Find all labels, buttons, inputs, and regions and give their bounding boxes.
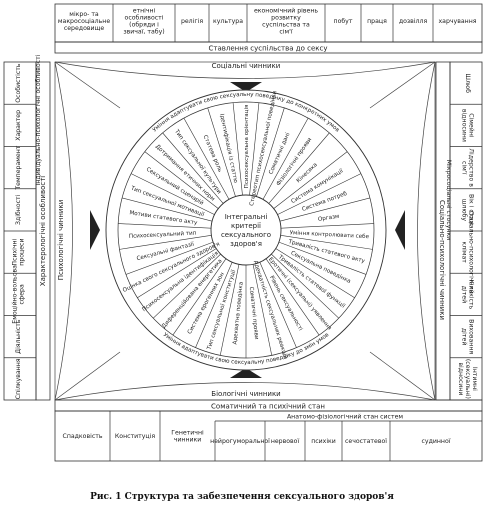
spoke-divider: [183, 117, 230, 200]
right-cell: Сімейнівідносини: [461, 109, 476, 142]
left-cell: Здібності: [14, 194, 22, 225]
top-cell: харчування: [439, 18, 477, 25]
right-cell: Соціально-психологічнийклімат: [461, 211, 476, 294]
spoke-divider: [249, 102, 260, 196]
center-line-4: здоров'я: [230, 240, 262, 248]
spoke-divider: [118, 223, 212, 229]
bottom-cell: нейрогуморальної: [210, 437, 270, 445]
spoke-divider: [265, 258, 320, 336]
arrow-right: [90, 210, 100, 250]
center-line-3: сексуального: [221, 231, 271, 239]
right-inner-band: Мікросоціальні стосунки: [445, 160, 453, 240]
top-cell: дозвілля: [399, 17, 428, 25]
psychological-factors-label: Психологічні чинники: [57, 200, 65, 281]
biological-factors-label: Біологічні чинники: [211, 390, 280, 398]
spoke-divider: [195, 262, 233, 348]
spoke-label: Психосексуальна орієнтація: [244, 105, 250, 189]
right-cell: Вихованнядітей: [461, 319, 475, 354]
left-cell: Емоційно-вольовасфера: [11, 265, 26, 324]
spoke-divider: [278, 241, 367, 275]
spoke-label: Оргазм: [318, 214, 340, 223]
center-line-1: Інтегральні: [225, 213, 268, 221]
left-cell: Характер: [15, 110, 22, 141]
spoke-label: Психосексуальний тип: [129, 230, 197, 240]
spoke-divider: [162, 132, 224, 204]
bottom-cell: судинної: [422, 437, 451, 445]
spoke-divider: [219, 264, 240, 356]
spoke-divider: [279, 197, 370, 222]
spoke-divider: [207, 107, 236, 197]
right-cell: Лідерство всім'ї: [461, 148, 476, 187]
top-cell: культура: [213, 18, 243, 25]
wheel-center: Інтегральні критерії сексуального здоров…: [221, 213, 271, 248]
arrow-up: [230, 368, 262, 378]
spoke-divider: [262, 117, 309, 200]
spoke-divider: [153, 253, 221, 319]
spoke-divider: [125, 241, 214, 275]
left-cell: Спілкування: [14, 358, 22, 399]
spoke-divider: [259, 262, 297, 348]
spoke-divider: [232, 102, 243, 196]
social-factors-label: Соціальні чинники: [212, 62, 281, 70]
left-inner-band: Індивідуально-психологічні особливості: [34, 54, 42, 185]
spoke-divider: [119, 235, 212, 250]
spoke-divider: [144, 151, 219, 209]
left-cell: Особистість: [14, 63, 22, 103]
bottom-biological-block: Соматичний та психічний стан Анатомо-фіз…: [54, 399, 483, 462]
spoke-divider: [256, 107, 285, 197]
left-cell: Психічніпроцеси: [11, 238, 26, 265]
spoke-divider: [271, 253, 339, 319]
spoke-divider: [273, 151, 348, 209]
spoke-divider: [137, 248, 217, 298]
bottom-cell: Конституція: [115, 432, 155, 440]
figure-caption: Рис. 1 Структура та забезпечення сексуал…: [90, 491, 394, 502]
right-cell: Шлюб: [464, 73, 472, 93]
bottom-upper-right: Анатомо-фізіологічний стан систем: [287, 413, 403, 421]
spoke-divider: [268, 132, 330, 204]
center-line-2: критерії: [231, 222, 261, 230]
spoke-divider: [275, 248, 355, 298]
right-cell: Кількістьдітей: [461, 279, 476, 309]
top-cell: побут: [334, 17, 353, 25]
left-psychological-block: ОсобистістьХарактерТемпераментЗдібностіП…: [3, 54, 51, 401]
spoke-divider: [280, 235, 373, 250]
top-band: Ставлення суспільства до сексу: [209, 45, 328, 53]
spoke-divider: [172, 258, 227, 336]
spoke-divider: [130, 173, 215, 215]
spoke-divider: [122, 197, 213, 222]
left-cell: Темперамент: [15, 145, 22, 190]
top-cell: праця: [367, 18, 387, 25]
left-cell: Діяльність: [14, 319, 22, 354]
perspective-frame: [54, 61, 436, 401]
arrow-down: [230, 82, 262, 92]
spoke-label: Соматичні прояви: [248, 286, 259, 340]
bottom-cell: нервової: [271, 437, 300, 445]
spoke-label: Уміння контролювати себе: [290, 230, 370, 240]
right-cell: Вік і стажшлюбу: [461, 194, 476, 226]
right-band: Соціально-психологічні чинники: [438, 200, 446, 320]
bottom-cell: сечостатевої: [345, 437, 387, 445]
arrow-left: [395, 210, 405, 250]
right-cell: Інтимні(сексуальні)відносини: [457, 359, 479, 399]
spoke-divider: [277, 173, 362, 215]
bottom-cell: Спадковість: [63, 432, 103, 440]
spoke-divider: [280, 223, 374, 229]
bottom-band: Соматичний та психічний стан: [211, 403, 325, 411]
left-band: Характерологічні особливості: [39, 176, 47, 287]
spoke-divider: [252, 264, 273, 356]
bottom-cell: психіки: [311, 437, 336, 445]
top-cell: релігія: [181, 17, 203, 25]
